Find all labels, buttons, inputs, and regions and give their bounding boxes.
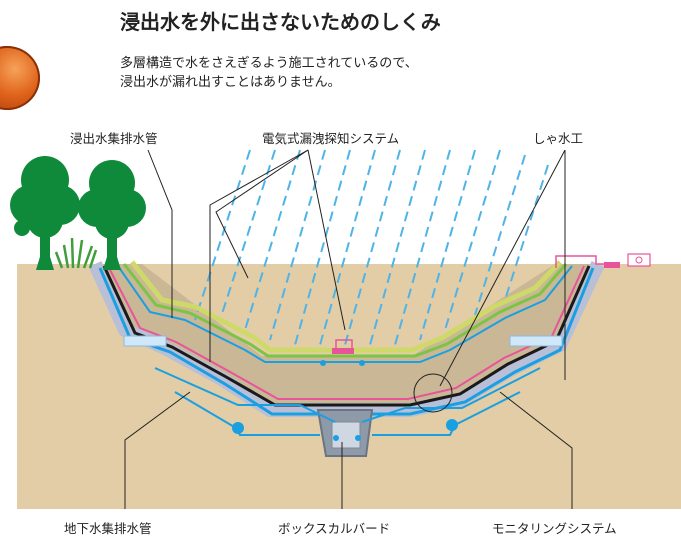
label-monitoring: モニタリングシステム [492,521,617,536]
pink-leak-line [107,265,585,400]
green-liner [122,263,568,358]
inner-blue-line [117,265,573,363]
box-culvert-shape [316,409,374,457]
right-ledge-liner [509,335,563,347]
leader-lines [124,149,573,509]
tree-left-icon [10,156,80,270]
label-groundwater-pipe: 地下水集排水管 [64,521,152,536]
monitoring-cable [555,255,612,268]
description-line-2: 浸出水が漏れ出すことはありません。 [120,75,341,90]
rain-streaks [194,149,549,346]
description-line-1: 多層構造で水をさえぎるよう施工されているので、 [120,56,418,71]
liner-node-left [320,360,326,366]
groundwater-pipe-node-right [446,419,458,431]
label-leak-detection: 電気式漏洩探知システム [262,131,400,146]
label-leachate-pipe: 浸出水集排水管 [70,131,158,146]
monitoring-connector [604,262,620,268]
leak-sensor [332,348,354,354]
culvert-node-left [333,435,339,441]
liner-node-right [359,360,365,366]
label-water-barrier: しゃ水工 [533,131,584,146]
label-box-culvert: ボックスカルバード [278,521,391,536]
page-title: 浸出水を外に出さないためのしくみ [120,10,441,34]
page-description: 多層構造で水をさえぎるよう施工されているので、 浸出水が漏れ出すことはありません… [120,54,418,92]
grass-icon [54,237,98,269]
culvert-node-right [355,435,361,441]
tree-right-icon [78,160,146,270]
groundwater-pipe-node-left [232,422,244,434]
left-ledge-liner [123,335,167,347]
barrier-detail-circle [413,373,453,413]
monitoring-box [627,253,651,267]
